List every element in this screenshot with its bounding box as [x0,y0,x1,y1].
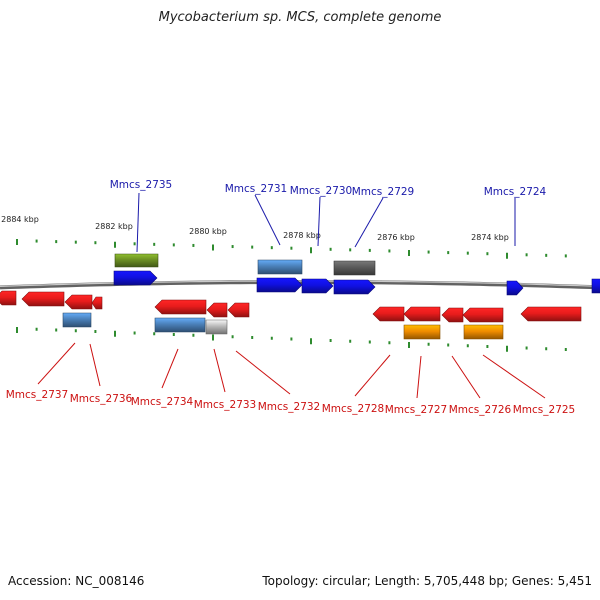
gene-label-forward: Mmcs_2730 [290,185,353,197]
gene-arrow [205,319,228,335]
gene-leader-line [482,354,546,399]
gene-arrow [372,306,405,322]
gene-arrow [0,290,17,306]
genome-title: Mycobacterium sp. MCS, complete genome [158,10,442,25]
gene-arrow [114,253,159,268]
gene-arrow [591,278,600,294]
gene-label-forward: Mmcs_2731 [225,183,288,195]
gene-arrow [113,270,158,286]
gene-arrow [403,306,441,322]
gene-arrow [506,280,524,296]
gene-label-reverse: Mmcs_2732 [258,401,321,413]
gene-arrow [21,291,65,307]
gene-leader-line [235,350,291,395]
gene-label-reverse: Mmcs_2726 [449,404,512,416]
gene-label-reverse: Mmcs_2725 [513,404,576,416]
gene-leader-line [354,197,384,248]
gene-leader-line [89,343,101,387]
gene-leader-line [451,355,481,399]
gene-label-forward: Mmcs_2724 [484,186,547,198]
gene-leader-line [416,355,422,399]
scale-label: 2882 kbp [95,222,133,231]
gene-arrow [256,277,303,293]
gene-label-reverse: Mmcs_2734 [131,396,194,408]
gene-label-forward: Mmcs_2729 [352,186,415,198]
gene-arrow [257,259,303,275]
scale-label: 2884 kbp [1,215,39,224]
gene-label-reverse: Mmcs_2736 [70,393,133,405]
scale-label: 2874 kbp [471,233,509,242]
gene-arrow [441,307,464,323]
scale-label: 2876 kbp [377,233,415,242]
gene-leader-line [136,192,140,253]
genome-summary-text: Topology: circular; Length: 5,705,448 bp… [262,574,592,588]
gene-label-forward: Mmcs_2735 [110,179,173,191]
gene-arrow [462,307,504,323]
scale-label: 2880 kbp [189,227,227,236]
gene-leader-line [37,342,76,385]
gene-label-reverse: Mmcs_2733 [194,399,257,411]
gene-arrow [154,317,206,333]
accession-text: Accession: NC_008146 [8,574,145,588]
gene-leader-line [254,194,281,246]
gene-label-reverse: Mmcs_2737 [6,389,69,401]
gene-arrow [227,302,250,318]
gene-arrow [403,324,441,340]
scale-label: 2878 kbp [283,231,321,240]
gene-leader-line [354,354,391,397]
gene-leader-line [213,348,226,393]
gene-leader-line [317,196,321,247]
gene-arrow [333,279,376,295]
gene-arrow [64,294,93,310]
gene-arrow [206,302,228,318]
gene-leader-line [161,348,179,389]
gene-arrow [301,278,334,294]
gene-arrow [62,312,92,328]
gene-arrow [91,296,103,310]
gene-label-reverse: Mmcs_2727 [385,404,448,416]
gene-arrow [520,306,582,322]
gene-label-reverse: Mmcs_2728 [322,403,385,415]
gene-arrow [154,299,207,315]
genome-backbone [0,280,600,290]
gene-arrow [463,324,504,340]
gene-arrow [333,260,376,276]
